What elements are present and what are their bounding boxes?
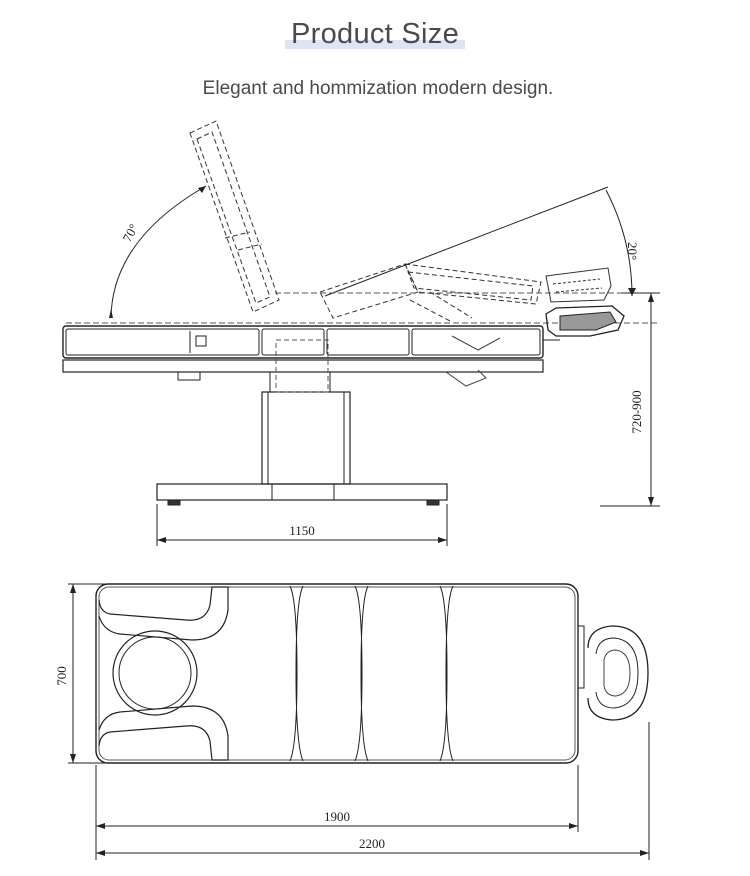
width-label: 700	[54, 666, 69, 686]
backrest-arc-arrow	[109, 309, 113, 318]
page-title: Product Size	[284, 18, 465, 51]
bed-length-dimension: 1900	[95, 765, 579, 832]
leg-angle-line	[324, 186, 609, 297]
top-headrest	[577, 625, 649, 721]
side-view: 70° 20°	[62, 120, 660, 546]
page-title-text: Product Size	[290, 18, 459, 50]
raised-leg-section	[319, 263, 542, 323]
backrest-angle-arc	[110, 185, 207, 319]
leg-angle-label: 20°	[625, 242, 640, 260]
page-subtitle: Elegant and hommization modern design.	[202, 78, 554, 99]
leg-angle-arc	[605, 189, 633, 297]
pillar	[261, 339, 351, 485]
total-length-label: 2200	[359, 836, 385, 851]
backrest-angle-label: 70°	[119, 221, 141, 244]
raised-backrest	[189, 120, 280, 313]
width-dimension: 700	[54, 583, 110, 764]
height-dimension: 720-900	[600, 292, 660, 507]
header: Product Size	[0, 18, 750, 51]
height-range-label: 720-900	[629, 390, 644, 433]
base	[156, 483, 448, 506]
bed-length-label: 1900	[324, 809, 350, 824]
raised-headrest	[545, 267, 612, 303]
base-width-dimension: 1150	[156, 504, 448, 546]
base-width-label: 1150	[289, 523, 315, 538]
title-highlight	[284, 40, 465, 49]
bed-body	[62, 325, 544, 393]
headrest-level	[543, 305, 625, 341]
top-view: 700 1900 2200	[54, 583, 650, 860]
total-length-dimension: 2200	[95, 722, 650, 860]
